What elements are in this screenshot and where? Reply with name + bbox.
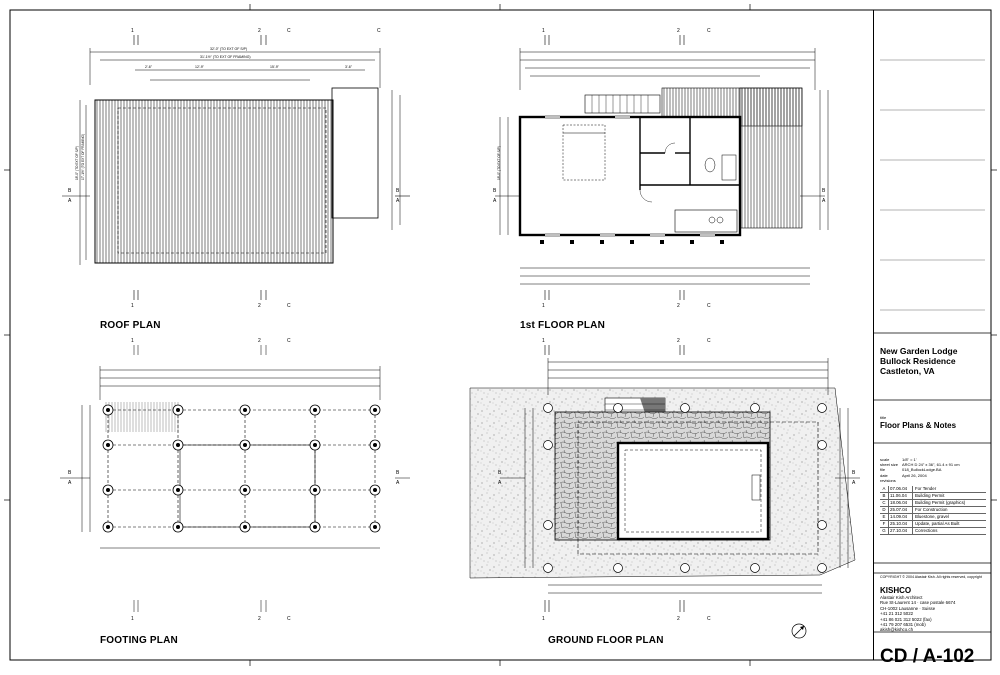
- svg-text:2: 2: [258, 303, 261, 309]
- svg-text:A: A: [396, 198, 400, 204]
- drawing-title: title Floor Plans & Notes: [880, 415, 957, 430]
- svg-text:B: B: [68, 470, 72, 476]
- svg-text:C: C: [377, 28, 381, 34]
- roof-plan: 32'-0" (TO EXT OF S/P) 31'-1½" (TO EXT O…: [62, 28, 410, 309]
- border-ticks: [4, 4, 997, 666]
- svg-text:C: C: [707, 338, 711, 344]
- svg-text:C: C: [287, 616, 291, 622]
- svg-text:1: 1: [131, 338, 134, 344]
- roof-panels: [94, 99, 334, 264]
- svg-text:B: B: [68, 188, 72, 194]
- svg-text:C: C: [287, 303, 291, 309]
- svg-text:1: 1: [542, 28, 545, 34]
- svg-text:1: 1: [131, 28, 134, 34]
- svg-text:C: C: [707, 616, 711, 622]
- svg-text:18'-0" (TO EXT OF S/P): 18'-0" (TO EXT OF S/P): [75, 146, 79, 180]
- svg-text:C: C: [287, 338, 291, 344]
- copyright-notice: COPYRIGHT © 2004 Alastair Kish. All righ…: [880, 575, 982, 579]
- svg-text:A: A: [493, 198, 497, 204]
- footing-plan-title: FOOTING PLAN: [100, 635, 178, 646]
- svg-text:B: B: [852, 470, 856, 476]
- svg-text:32'-0" (TO EXT OF S/P): 32'-0" (TO EXT OF S/P): [210, 47, 247, 51]
- svg-text:1: 1: [131, 303, 134, 309]
- svg-text:2: 2: [258, 616, 261, 622]
- first-floor-walls: [518, 115, 742, 237]
- svg-text:B: B: [396, 470, 400, 476]
- title-block-guides: [880, 59, 985, 311]
- title-block: New Garden Lodge Bullock Residence Castl…: [873, 10, 992, 667]
- svg-text:2: 2: [258, 28, 261, 34]
- svg-text:2'-6": 2'-6": [145, 65, 153, 69]
- svg-text:B: B: [396, 188, 400, 194]
- office-info: KISHCO Alastair Kish Architect Rue St-La…: [880, 586, 956, 633]
- svg-text:18'-0" (TO EXT OF S/P): 18'-0" (TO EXT OF S/P): [497, 146, 501, 180]
- svg-text:A: A: [852, 480, 856, 486]
- svg-text:2: 2: [677, 616, 680, 622]
- first-floor-plan-title: 1st FLOOR PLAN: [520, 320, 606, 331]
- svg-text:2: 2: [258, 338, 261, 344]
- ground-floor-walls: [616, 441, 770, 541]
- svg-text:B: B: [498, 470, 502, 476]
- svg-text:A: A: [498, 480, 502, 486]
- svg-text:17'-1½" (TO EXT OF FRAMING): 17'-1½" (TO EXT OF FRAMING): [81, 134, 85, 180]
- title-block-lines: [873, 332, 991, 633]
- svg-text:B: B: [822, 188, 826, 194]
- svg-text:1: 1: [542, 338, 545, 344]
- svg-text:C: C: [287, 28, 291, 34]
- svg-text:A: A: [68, 198, 72, 204]
- svg-text:2: 2: [677, 28, 680, 34]
- svg-text:2: 2: [677, 338, 680, 344]
- sheet-number: CD / A-102: [880, 646, 975, 667]
- svg-text:2: 2: [677, 303, 680, 309]
- svg-text:1: 1: [542, 616, 545, 622]
- svg-text:3'-6": 3'-6": [345, 65, 353, 69]
- svg-text:1: 1: [131, 616, 134, 622]
- svg-text:C: C: [707, 28, 711, 34]
- svg-text:15'-9": 15'-9": [270, 65, 280, 69]
- svg-text:A: A: [68, 480, 72, 486]
- north-arrow-icon: [791, 623, 807, 639]
- svg-text:12'-9": 12'-9": [195, 65, 205, 69]
- svg-text:C: C: [707, 303, 711, 309]
- project-name: New Garden Lodge Bullock Residence Castl…: [880, 346, 958, 376]
- ground-floor-plan-title: GROUND FLOOR PLAN: [548, 635, 664, 646]
- roof-plan-title: ROOF PLAN: [100, 320, 161, 331]
- svg-text:B: B: [493, 188, 497, 194]
- svg-text:A: A: [822, 198, 826, 204]
- svg-text:31'-1½" (TO EXT OF FRAMING): 31'-1½" (TO EXT OF FRAMING): [200, 55, 251, 59]
- svg-text:A: A: [396, 480, 400, 486]
- svg-text:1: 1: [542, 303, 545, 309]
